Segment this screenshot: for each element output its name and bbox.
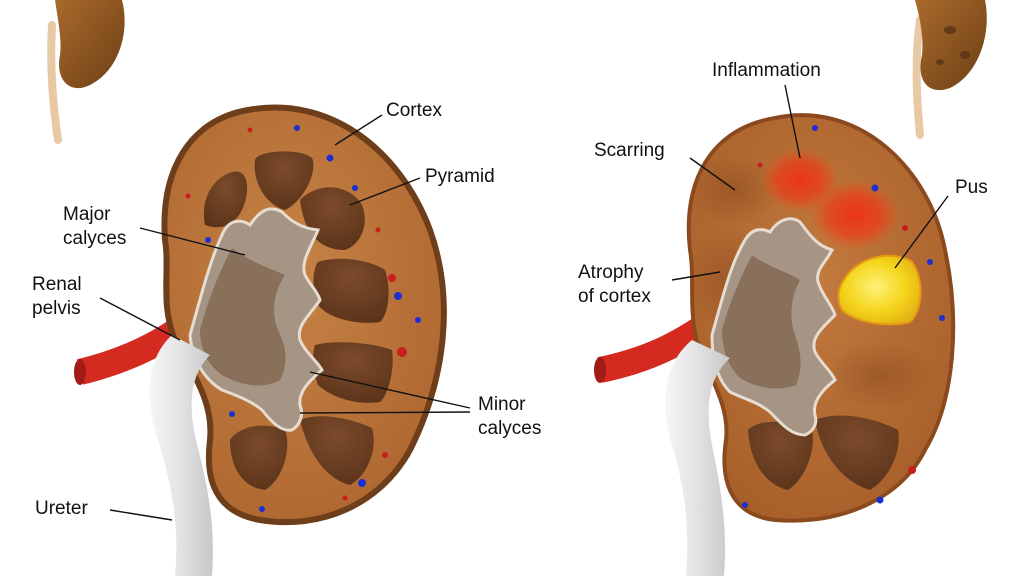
label-major-calyces-2: calyces (63, 228, 126, 249)
pyramid-inf-2 (815, 415, 899, 490)
renal-pelvis (200, 248, 286, 386)
renal-pelvis-2 (722, 255, 801, 389)
label-minor-calyces-2: calyces (478, 418, 541, 439)
label-scarring: Scarring (594, 140, 665, 161)
label-atrophy-1: Atrophy (578, 262, 644, 283)
label-atrophy-2: of cortex (578, 286, 651, 307)
vessels-infected (742, 125, 945, 508)
mini-kidney-left (47, 0, 125, 144)
mini-kidney-right (912, 0, 987, 139)
label-pus: Pus (955, 177, 988, 198)
ureter-2 (665, 340, 730, 576)
label-minor-calyces-1: Minor (478, 394, 526, 415)
infected-kidney-labels: Inflammation Scarring Pus Atrophy of cor… (578, 60, 988, 307)
label-major-calyces-1: Major (63, 204, 111, 225)
label-renal-pelvis-2: pelvis (32, 298, 81, 319)
label-pyramid: Pyramid (425, 166, 495, 187)
vessels-normal (185, 125, 421, 512)
ureter (149, 335, 213, 576)
damaged-area (825, 340, 935, 410)
pyramids (203, 151, 393, 490)
leader-lines (99, 84, 949, 521)
infected-kidney (594, 113, 956, 576)
normal-kidney (74, 104, 447, 576)
label-inflammation: Inflammation (712, 60, 821, 81)
pus-region (837, 254, 922, 326)
inflammation-spot-2 (810, 180, 900, 250)
label-renal-pelvis-1: Renal (32, 274, 82, 295)
label-cortex: Cortex (386, 100, 442, 121)
normal-kidney-labels: Cortex Pyramid Major calyces Renal pelvi… (32, 100, 541, 519)
label-ureter: Ureter (35, 498, 88, 519)
pyramid-inf-1 (748, 421, 813, 490)
